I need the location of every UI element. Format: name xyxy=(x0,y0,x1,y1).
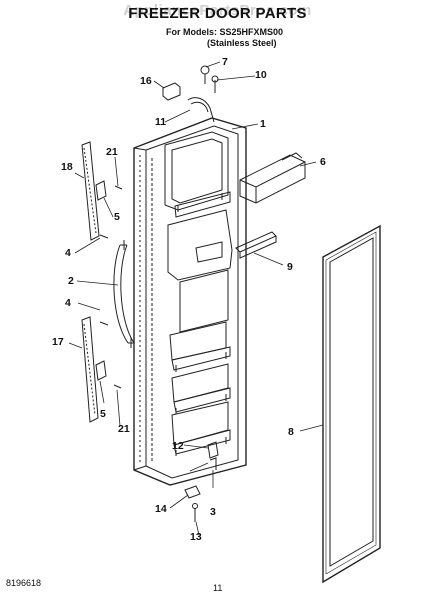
finish-line: (Stainless Steel) xyxy=(207,38,277,48)
leader-lines xyxy=(68,61,324,536)
callout-part-18: 18 xyxy=(61,161,73,173)
callout-part-5-lower: 5 xyxy=(100,408,106,420)
freezer-door-assembly xyxy=(133,117,247,486)
callout-part-9: 9 xyxy=(287,261,293,273)
callout-part-8: 8 xyxy=(288,426,294,438)
callout-part-7: 7 xyxy=(222,56,228,68)
callout-part-4-lower: 4 xyxy=(65,297,71,309)
door-trim-strips xyxy=(81,141,100,423)
dispenser-slide-part9 xyxy=(235,231,277,259)
document-number: 8196618 xyxy=(6,578,42,588)
watermark-text: AppliancePartsPros.com xyxy=(123,2,312,19)
door-handle xyxy=(113,240,135,348)
callout-part-17: 17 xyxy=(52,336,64,348)
page-number: 11 xyxy=(213,583,223,593)
callout-part-6: 6 xyxy=(320,156,326,168)
callout-part-5-upper: 5 xyxy=(114,211,120,223)
door-hardware xyxy=(95,65,219,522)
callout-part-10: 10 xyxy=(255,69,267,81)
model-info: For Models: SS25HFXMS00 (Stainless Steel… xyxy=(166,27,283,49)
callout-part-13: 13 xyxy=(190,531,202,543)
callout-part-14: 14 xyxy=(155,503,167,515)
callout-part-2: 2 xyxy=(68,275,74,287)
door-gasket xyxy=(322,224,381,584)
models-line: For Models: SS25HFXMS00 xyxy=(166,27,284,37)
callout-part-11: 11 xyxy=(155,116,167,128)
callout-part-21-upper: 21 xyxy=(106,146,118,158)
callout-part-3: 3 xyxy=(210,506,216,518)
callout-part-4-upper: 4 xyxy=(65,247,71,259)
callout-part-12: 12 xyxy=(172,440,184,452)
callout-part-21-lower: 21 xyxy=(118,423,130,435)
door-shelf-part6 xyxy=(239,152,306,204)
callout-part-1: 1 xyxy=(260,118,266,130)
callout-part-16: 16 xyxy=(140,75,152,87)
diagram-title: FREEZER DOOR PARTS xyxy=(128,5,307,22)
